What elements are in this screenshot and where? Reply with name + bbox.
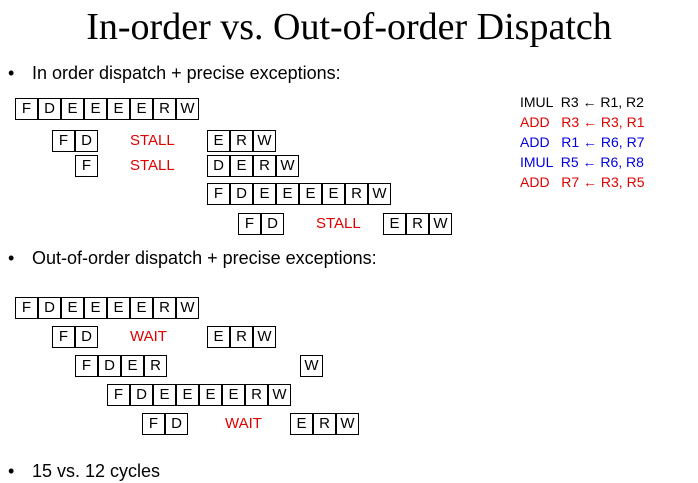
stall-label: STALL [130, 157, 175, 174]
ooo-row1-cell: F [15, 297, 38, 319]
ooo-row5-cell: R [313, 413, 336, 435]
ooo-row1-cell: D [38, 297, 61, 319]
inorder-row1-cell: R [153, 98, 176, 120]
ooo-row2-cell: F [52, 326, 75, 348]
inorder-row2-cell: F [52, 130, 75, 152]
bullet-cycles-text: 15 vs. 12 cycles [32, 461, 161, 481]
inorder-row1-cell: E [84, 98, 107, 120]
ooo-row4-cell: E [199, 384, 222, 406]
ooo-row5-cell: D [165, 413, 188, 435]
inorder-row4-cell: E [299, 183, 322, 205]
inorder-row4-cell: R [345, 183, 368, 205]
ooo-row4-cell: E [176, 384, 199, 406]
inorder-row4-cell: F [207, 183, 230, 205]
inorder-row3-cell: D [207, 155, 230, 177]
inorder-row1-cell: W [176, 98, 199, 120]
ooo-row1-cell: W [176, 297, 199, 319]
inorder-row5-cell: E [383, 213, 406, 235]
instruction-1: IMUL R3 ← R1, R2 [520, 94, 644, 110]
instruction-3: ADD R1 ← R6, R7 [520, 134, 645, 150]
inorder-row2-cell: E [207, 130, 230, 152]
ooo-row3-cell: E [121, 355, 144, 377]
ooo-row4-cell: F [107, 384, 130, 406]
inorder-row5-cell: W [429, 213, 452, 235]
slide-title: In-order vs. Out-of-order Dispatch [86, 6, 612, 48]
ooo-row2-cell: R [230, 326, 253, 348]
ooo-row3-cell: W [300, 355, 323, 377]
ooo-row1-cell: R [153, 297, 176, 319]
ooo-row5-cell: E [290, 413, 313, 435]
inorder-row4-cell: E [253, 183, 276, 205]
ooo-row2-cell: E [207, 326, 230, 348]
bullet-dot: • [8, 461, 15, 481]
inorder-row1-cell: E [107, 98, 130, 120]
instruction-4: IMUL R5 ← R6, R8 [520, 154, 644, 170]
inorder-row1-cell: E [61, 98, 84, 120]
bullet-ooo-text: Out-of-order dispatch + precise exceptio… [32, 248, 377, 268]
inorder-row2-cell: W [253, 130, 276, 152]
inorder-row5-cell: R [406, 213, 429, 235]
inorder-row4-cell: E [322, 183, 345, 205]
inorder-row3-cell: E [230, 155, 253, 177]
inorder-row5-cell: F [238, 213, 261, 235]
stall-label: STALL [130, 132, 175, 149]
instruction-5: ADD R7 ← R3, R5 [520, 174, 645, 190]
ooo-row1-cell: E [84, 297, 107, 319]
inorder-row2-cell: R [230, 130, 253, 152]
wait-label: WAIT [130, 328, 167, 345]
inorder-row4-cell: W [368, 183, 391, 205]
inorder-row3-cell: R [253, 155, 276, 177]
inorder-row1-cell: D [38, 98, 61, 120]
ooo-row2-cell: W [253, 326, 276, 348]
ooo-row1-cell: E [61, 297, 84, 319]
bullet-ooo: • Out-of-order dispatch + precise excepti… [8, 247, 377, 269]
bullet-inorder-text: In order dispatch + precise exceptions: [32, 63, 341, 83]
instruction-2: ADD R3 ← R3, R1 [520, 114, 645, 130]
bullet-inorder: • In order dispatch + precise exceptions: [8, 62, 341, 84]
ooo-row4-cell: D [130, 384, 153, 406]
ooo-row5-cell: F [142, 413, 165, 435]
ooo-row3-cell: D [98, 355, 121, 377]
bullet-dot: • [8, 248, 15, 268]
ooo-row5-cell: W [336, 413, 359, 435]
inorder-row3-cell: W [276, 155, 299, 177]
ooo-row4-cell: W [268, 384, 291, 406]
inorder-row3-cell: F [75, 155, 98, 177]
inorder-row1-cell: E [130, 98, 153, 120]
inorder-row2-cell: D [75, 130, 98, 152]
inorder-row4-cell: D [230, 183, 253, 205]
inorder-row5-cell: D [261, 213, 284, 235]
ooo-row1-cell: E [130, 297, 153, 319]
ooo-row3-cell: R [144, 355, 167, 377]
inorder-row4-cell: E [276, 183, 299, 205]
ooo-row3-cell: F [75, 355, 98, 377]
ooo-row4-cell: E [153, 384, 176, 406]
stall-label: STALL [316, 215, 361, 232]
bullet-cycles: • 15 vs. 12 cycles [8, 460, 160, 482]
ooo-row1-cell: E [107, 297, 130, 319]
bullet-dot: • [8, 63, 15, 83]
ooo-row2-cell: D [75, 326, 98, 348]
ooo-row4-cell: R [245, 384, 268, 406]
inorder-row1-cell: F [15, 98, 38, 120]
wait-label: WAIT [225, 415, 262, 432]
ooo-row4-cell: E [222, 384, 245, 406]
